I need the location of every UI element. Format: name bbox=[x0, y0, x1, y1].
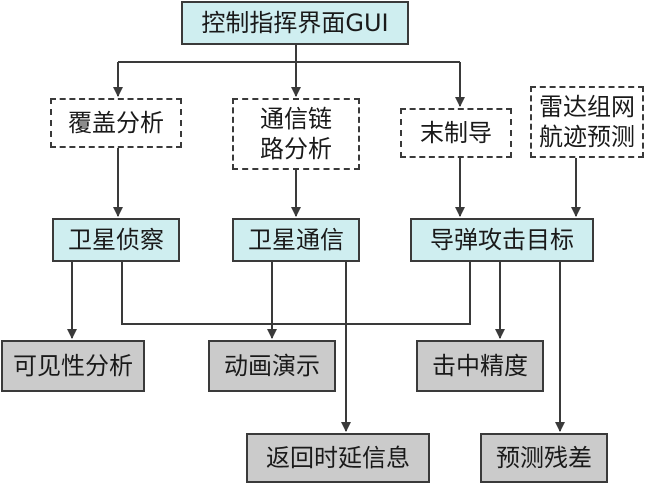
node-comm-link-analysis: 通信链 路分析 bbox=[232, 98, 360, 170]
node-radar-track-prediction: 雷达组网 航迹预测 bbox=[530, 86, 644, 158]
node-satellite-comm-label: 卫星通信 bbox=[248, 226, 344, 254]
node-comm-link-analysis-label: 通信链 路分析 bbox=[260, 105, 332, 163]
node-radar-track-prediction-label: 雷达组网 航迹预测 bbox=[539, 93, 635, 151]
node-terminal-guidance-label: 末制导 bbox=[420, 119, 492, 147]
node-prediction-residual-label: 预测残差 bbox=[496, 444, 592, 472]
node-control-gui-label: 控制指挥界面GUI bbox=[201, 9, 389, 37]
connector-sat-recon-to-missile bbox=[121, 262, 471, 325]
node-satellite-recon-label: 卫星侦察 bbox=[68, 226, 164, 254]
node-visibility-analysis-label: 可见性分析 bbox=[13, 352, 133, 380]
node-delay-info-label: 返回时延信息 bbox=[266, 444, 410, 472]
node-prediction-residual: 预测残差 bbox=[480, 433, 608, 483]
node-coverage-analysis: 覆盖分析 bbox=[50, 98, 182, 148]
node-animation-demo-label: 动画演示 bbox=[224, 352, 320, 380]
node-delay-info: 返回时延信息 bbox=[246, 433, 430, 483]
node-satellite-recon: 卫星侦察 bbox=[52, 218, 180, 262]
node-control-gui: 控制指挥界面GUI bbox=[181, 1, 409, 45]
node-visibility-analysis: 可见性分析 bbox=[1, 340, 145, 392]
node-missile-attack-label: 导弹攻击目标 bbox=[430, 226, 574, 254]
node-coverage-analysis-label: 覆盖分析 bbox=[68, 109, 164, 137]
node-terminal-guidance: 末制导 bbox=[400, 108, 512, 158]
node-hit-accuracy-label: 击中精度 bbox=[432, 352, 528, 380]
node-satellite-comm: 卫星通信 bbox=[232, 218, 360, 262]
node-hit-accuracy: 击中精度 bbox=[416, 340, 544, 392]
node-animation-demo: 动画演示 bbox=[208, 340, 336, 392]
node-missile-attack: 导弹攻击目标 bbox=[410, 218, 594, 262]
